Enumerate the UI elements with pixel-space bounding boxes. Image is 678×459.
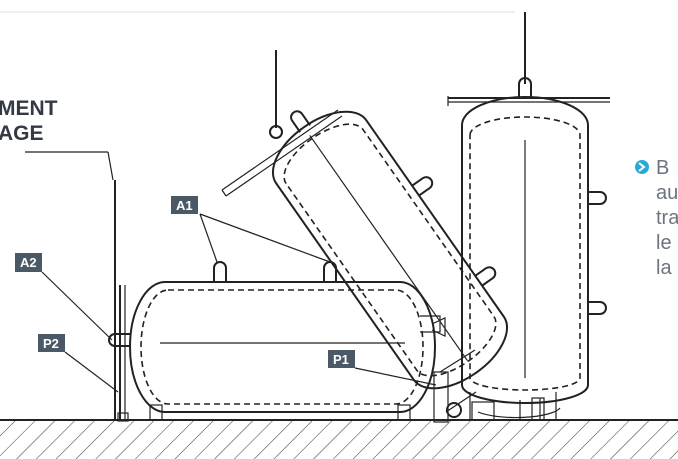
vertical-tank xyxy=(447,12,610,421)
arrow-circle-right-icon xyxy=(635,160,649,174)
label-a1: A1 xyxy=(171,196,198,214)
leader-lines xyxy=(41,213,437,393)
horizontal-tank xyxy=(108,261,446,421)
label-p1: P1 xyxy=(328,350,355,368)
side-text-line-3: tra xyxy=(656,207,678,229)
p2-post xyxy=(25,151,129,422)
tilted-tank xyxy=(271,110,509,390)
title-line-1: MENT xyxy=(0,97,58,120)
side-text-line-2: au xyxy=(656,182,678,204)
side-text-line-5: la xyxy=(656,257,672,279)
side-text-line-4: le xyxy=(656,232,672,254)
tilted-tank-rigging xyxy=(221,50,343,197)
svg-text:A2: A2 xyxy=(20,255,37,270)
pivot-support xyxy=(433,349,495,423)
svg-text:P2: P2 xyxy=(43,336,59,351)
svg-text:A1: A1 xyxy=(176,198,193,213)
label-p2: P2 xyxy=(38,334,65,352)
svg-text:P1: P1 xyxy=(333,352,349,367)
label-a2: A2 xyxy=(15,253,42,272)
ground xyxy=(0,419,678,459)
side-text-line-1: B xyxy=(656,157,669,179)
title-line-2: AGE xyxy=(0,122,44,145)
